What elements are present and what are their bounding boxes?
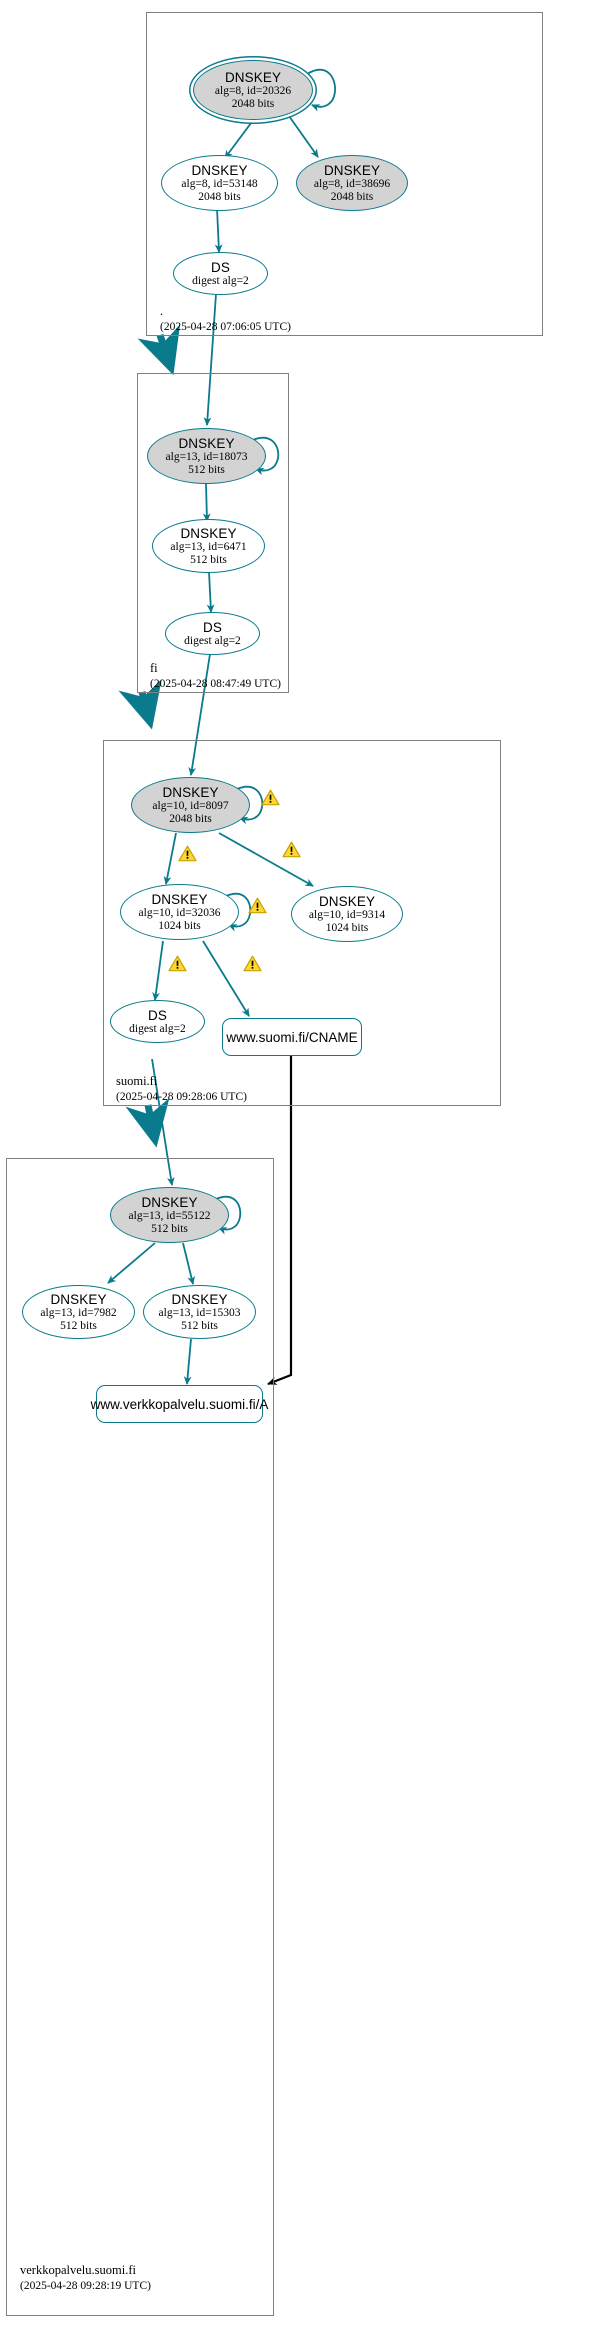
zone-timestamp-suomi-fi: (2025-04-28 09:28:06 UTC) — [116, 1091, 247, 1103]
node-dnskey-fi-18073[interactable]: DNSKEY alg=13, id=18073 512 bits — [147, 428, 266, 484]
node-dnskey-root-38696[interactable]: DNSKEY alg=8, id=38696 2048 bits — [296, 155, 408, 211]
rr-label: www.verkkopalvelu.suomi.fi/A — [90, 1396, 269, 1412]
node-ds-fi[interactable]: DS digest alg=2 — [165, 612, 260, 655]
node-dnskey-suomi-9314[interactable]: DNSKEY alg=10, id=9314 1024 bits — [291, 886, 403, 942]
node-type-label: DNSKEY — [191, 162, 248, 178]
node-type-label: DNSKEY — [141, 1194, 198, 1210]
node-digest-label: digest alg=2 — [192, 274, 249, 287]
zone-name-suomi-fi: suomi.fi — [116, 1074, 158, 1088]
node-alg-id-label: alg=8, id=38696 — [313, 177, 391, 190]
node-type-label: DNSKEY — [171, 1291, 228, 1307]
zone-label-verkkopalvelu-suomi-fi: verkkopalvelu.suomi.fi (2025-04-28 09:28… — [20, 2262, 151, 2294]
node-digest-label: digest alg=2 — [129, 1022, 186, 1035]
zone-label-fi: fi (2025-04-28 08:47:49 UTC) — [150, 660, 281, 692]
node-alg-id-label: alg=10, id=8097 — [152, 799, 229, 812]
edge-delegation-fi-to-suomi — [118, 679, 162, 730]
zone-box-root — [146, 12, 543, 336]
node-type-label: DNSKEY — [318, 893, 376, 909]
node-dnskey-fi-6471[interactable]: DNSKEY alg=13, id=6471 512 bits — [152, 519, 265, 573]
node-bits-label: 512 bits — [181, 1319, 218, 1332]
node-alg-id-label: alg=13, id=7982 — [40, 1306, 117, 1319]
zone-timestamp-verkkopalvelu-suomi-fi: (2025-04-28 09:28:19 UTC) — [20, 2280, 151, 2292]
zone-timestamp-fi: (2025-04-28 08:47:49 UTC) — [150, 678, 281, 690]
node-alg-id-label: alg=8, id=20326 — [214, 84, 292, 97]
node-bits-label: 2048 bits — [169, 812, 212, 825]
node-bits-label: 1024 bits — [325, 921, 369, 934]
rr-label: www.suomi.fi/CNAME — [226, 1029, 358, 1045]
node-type-label: DNSKEY — [50, 1291, 107, 1307]
node-bits-label: 2048 bits — [231, 97, 275, 110]
node-type-label: DNSKEY — [323, 162, 381, 178]
node-alg-id-label: alg=13, id=6471 — [170, 540, 247, 553]
node-alg-id-label: alg=13, id=55122 — [128, 1209, 211, 1222]
node-type-label: DNSKEY — [162, 784, 219, 800]
node-dnskey-root-20326[interactable]: DNSKEY alg=8, id=20326 2048 bits — [193, 60, 313, 120]
node-type-label: DNSKEY — [151, 891, 208, 907]
zone-label-suomi-fi: suomi.fi (2025-04-28 09:28:06 UTC) — [116, 1073, 247, 1105]
zone-box-verkkopalvelu-suomi-fi — [6, 1158, 274, 2316]
zone-box-fi — [137, 373, 289, 693]
node-dnskey-verk-55122[interactable]: DNSKEY alg=13, id=55122 512 bits — [110, 1187, 229, 1243]
node-bits-label: 512 bits — [188, 463, 225, 476]
node-bits-label: 512 bits — [60, 1319, 97, 1332]
warning-icon-suomi-8097-to-9314[interactable] — [282, 841, 301, 858]
node-bits-label: 512 bits — [190, 553, 227, 566]
node-rr-www-verkkopalvelu-suomi-fi-a[interactable]: www.verkkopalvelu.suomi.fi/A — [91, 1385, 268, 1423]
zone-timestamp-root: (2025-04-28 07:06:05 UTC) — [160, 321, 291, 333]
node-ds-root[interactable]: DS digest alg=2 — [173, 252, 268, 295]
node-bits-label: 2048 bits — [198, 190, 241, 203]
edge-delegation-root-to-fi — [137, 324, 181, 376]
node-rr-www-suomi-fi-cname[interactable]: www.suomi.fi/CNAME — [222, 1018, 362, 1056]
zone-box-suomi-fi — [103, 740, 501, 1106]
node-dnskey-verk-15303[interactable]: DNSKEY alg=13, id=15303 512 bits — [143, 1285, 256, 1339]
zone-name-root: . — [160, 304, 164, 318]
edge-delegation-suomi-to-verk — [125, 1097, 170, 1148]
node-alg-id-label: alg=13, id=15303 — [158, 1306, 241, 1319]
node-type-label: DNSKEY — [180, 525, 237, 541]
node-type-label: DS — [211, 259, 230, 275]
node-type-label: DS — [148, 1007, 167, 1023]
zone-name-verkkopalvelu-suomi-fi: verkkopalvelu.suomi.fi — [20, 2263, 136, 2277]
node-type-label: DNSKEY — [178, 435, 235, 451]
node-digest-label: digest alg=2 — [184, 634, 241, 647]
zone-name-fi: fi — [150, 661, 158, 675]
node-alg-id-label: alg=13, id=18073 — [165, 450, 248, 463]
zone-label-root: . (2025-04-28 07:06:05 UTC) — [160, 303, 291, 335]
node-alg-id-label: alg=10, id=9314 — [308, 908, 386, 921]
node-dnskey-verk-7982[interactable]: DNSKEY alg=13, id=7982 512 bits — [22, 1285, 135, 1339]
node-ds-suomi[interactable]: DS digest alg=2 — [110, 1000, 205, 1043]
node-bits-label: 512 bits — [151, 1222, 188, 1235]
node-alg-id-label: alg=8, id=53148 — [181, 177, 258, 190]
node-type-label: DS — [203, 619, 222, 635]
node-dnskey-suomi-8097[interactable]: DNSKEY alg=10, id=8097 2048 bits — [131, 777, 250, 833]
node-dnskey-suomi-32036[interactable]: DNSKEY alg=10, id=32036 1024 bits — [120, 884, 239, 940]
warning-icon-suomi-8097-to-32036[interactable] — [178, 845, 197, 862]
warning-icon-suomi-32036-selfsign[interactable] — [248, 897, 267, 914]
node-bits-label: 1024 bits — [158, 919, 201, 932]
warning-icon-suomi-32036-to-cname[interactable] — [243, 955, 262, 972]
warning-icon-suomi-8097-selfsign[interactable] — [261, 789, 280, 806]
node-alg-id-label: alg=10, id=32036 — [138, 906, 221, 919]
node-type-label: DNSKEY — [224, 69, 282, 85]
node-bits-label: 2048 bits — [330, 190, 374, 203]
node-dnskey-root-53148[interactable]: DNSKEY alg=8, id=53148 2048 bits — [161, 155, 278, 211]
warning-icon-suomi-32036-to-ds[interactable] — [168, 955, 187, 972]
